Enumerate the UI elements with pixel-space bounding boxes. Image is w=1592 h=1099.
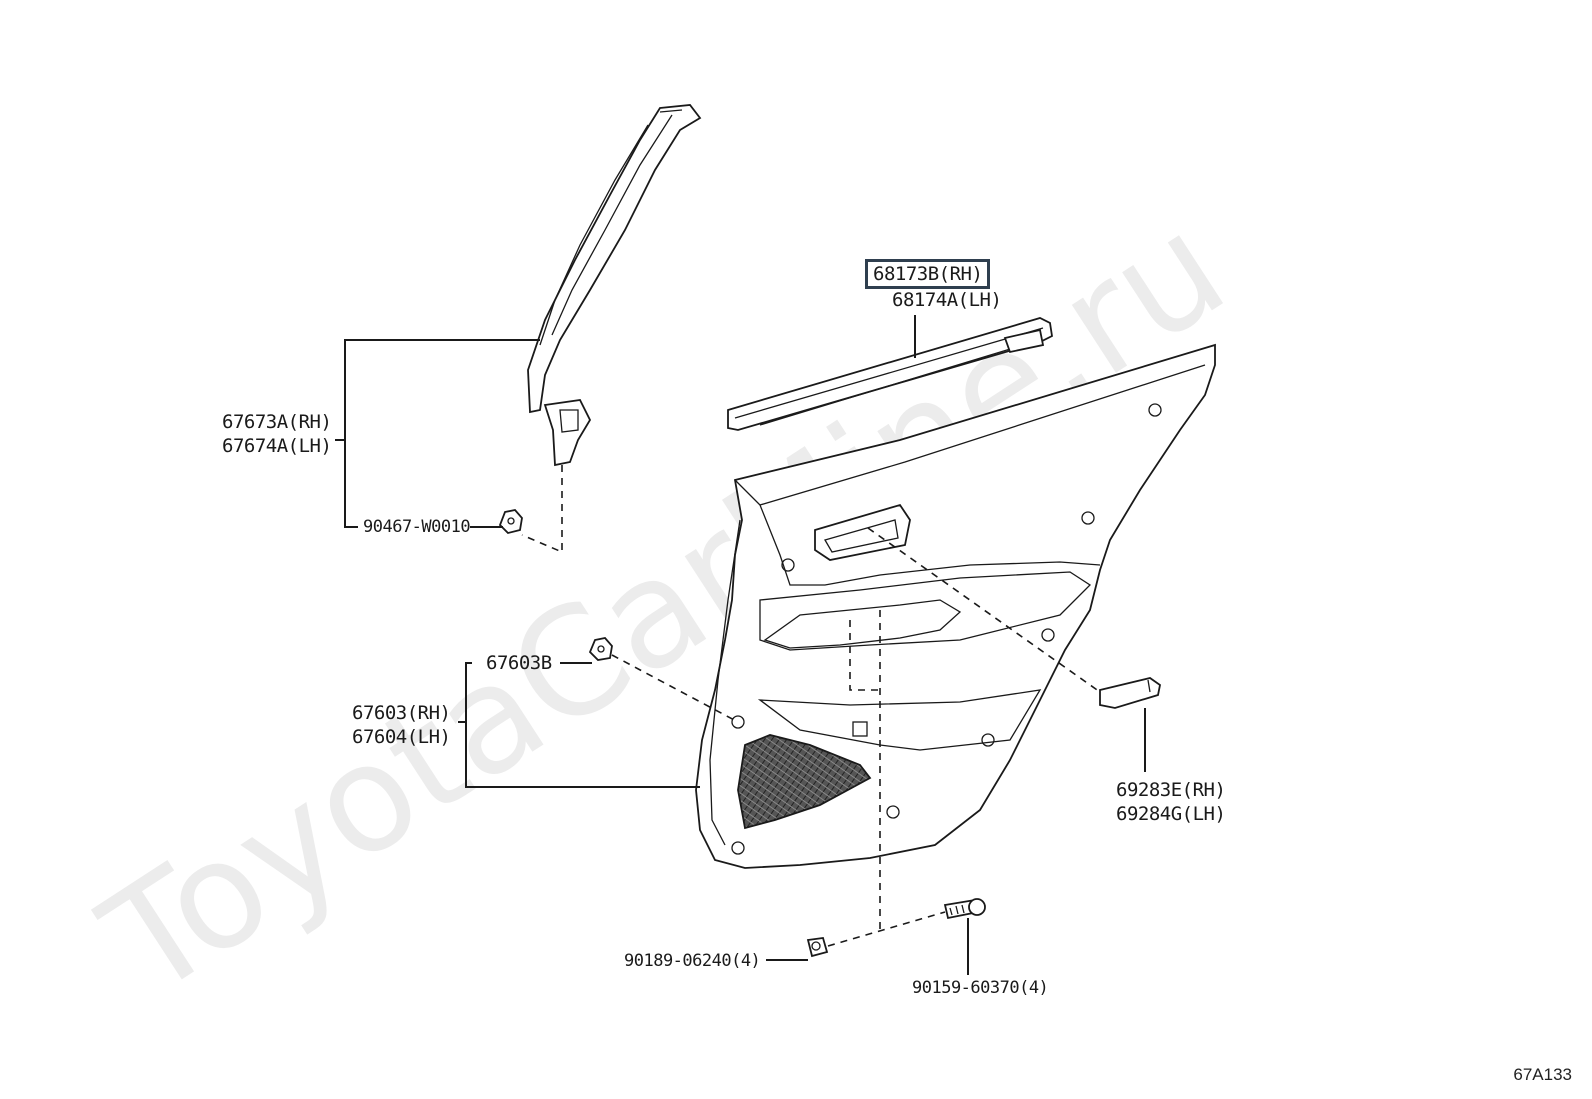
door-trim-board <box>695 343 1216 869</box>
part-label-67603[interactable]: 67603(RH) 67604(LH) <box>352 701 451 749</box>
fasteners <box>498 509 986 958</box>
part-number: 90467-W0010 <box>363 517 471 537</box>
part-number-lh: 67674A(LH) <box>222 435 332 457</box>
part-label-68174A[interactable]: 68174A(LH) <box>892 288 1002 312</box>
part-number: 90159-60370(4) <box>912 978 1049 998</box>
part-number: 67603B <box>486 652 552 674</box>
part-number-rh: 69283E(RH) <box>1116 779 1226 801</box>
part-number-lh: 69284G(LH) <box>1116 803 1226 825</box>
armrest-cover <box>1099 677 1161 709</box>
part-label-90189[interactable]: 90189-06240(4) <box>624 950 761 972</box>
part-number-rh: 67673A(RH) <box>222 411 332 433</box>
diagram-code: 67A133 <box>1513 1065 1572 1084</box>
weatherstrip <box>727 317 1053 431</box>
part-label-68173B-highlighted[interactable]: 68173B(RH) <box>865 259 991 289</box>
part-label-90467[interactable]: 90467-W0010 <box>363 516 471 538</box>
part-label-90159[interactable]: 90159-60370(4) <box>912 977 1049 999</box>
part-label-69283E[interactable]: 69283E(RH) 69284G(LH) <box>1116 778 1226 826</box>
dashed-connectors <box>521 465 1101 947</box>
leader-lines <box>335 315 1146 975</box>
part-number-lh: 67604(LH) <box>352 726 451 748</box>
upper-garnish <box>527 104 702 467</box>
part-number-rh: 68173B(RH) <box>873 263 983 285</box>
part-number: 90189-06240(4) <box>624 951 761 971</box>
part-number-lh: 68174A(LH) <box>892 289 1002 311</box>
part-label-67603B[interactable]: 67603B <box>486 651 552 675</box>
part-number-rh: 67603(RH) <box>352 702 451 724</box>
part-label-67673A[interactable]: 67673A(RH) 67674A(LH) <box>222 410 332 458</box>
